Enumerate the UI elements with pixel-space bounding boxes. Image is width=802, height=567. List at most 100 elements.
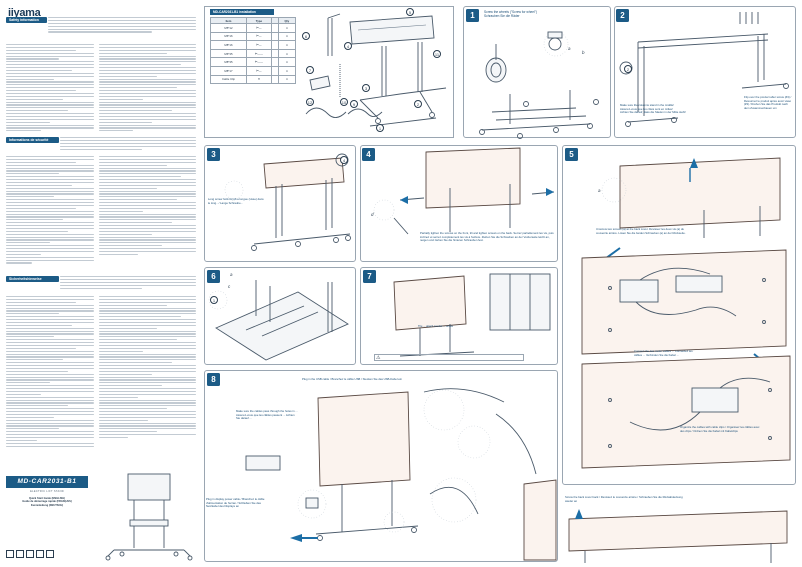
cert-icon [46,550,54,558]
back-cover-illustration [568,509,788,563]
component-number: 2 [414,100,422,108]
screw-icon: ⊢— [245,23,272,33]
step-3-illustration [224,153,351,251]
certification-icons [6,550,66,560]
component-number: 1 [376,124,384,132]
step-3-callout: Long screw hold-G(x)/La longue (visse) d… [208,197,264,205]
screw-icon: ⊢— [245,40,272,50]
component-number: 3 [362,84,370,92]
step-5-organize-note: Organize the cables with cable clips / O… [680,425,760,433]
step-5-illustration [581,157,791,469]
col-qty: Qty [277,17,297,24]
component-number: 7 [306,66,314,74]
step-3-panel [204,145,356,262]
step-6-panel [204,267,356,365]
table-row: M8*35⊢——4 [210,57,297,67]
safety-de-body-left [6,296,94,461]
safety-heading-de: Sicherheitshinweise [6,276,59,282]
step-5-callout: Unscrew two screws (a) at the back cover… [596,227,686,235]
step-5-number: 5 [565,148,578,161]
guide-fr: Guide de démarrage rapide (FRANÇAIS) [22,500,72,504]
step-7-callout: The ... attach monitor ... screw [418,325,453,328]
safety-body-right [99,44,196,136]
parts-illustration [305,13,447,127]
guide-de: Kurzanleitung (DEUTSCH) [30,503,64,507]
step-7-warning: ⚠ [374,354,524,361]
step-5-panel [562,145,796,485]
screw-icon: ⊢— [245,65,272,76]
safety-intro-text [48,17,196,43]
guide-en: Quick Start Guide (ENGLISH) [29,497,65,500]
step-7-panel [360,267,558,365]
component-number: 4 [344,42,352,50]
component-number: 11 [433,50,441,58]
step-8-callout-cables: Make sure the cables pass through the ho… [236,409,298,421]
step-1-number: 1 [466,9,479,22]
step-6-label-c: c [228,284,231,289]
component-number: 1 [210,296,218,304]
table-row: M5*12⊢—4 [210,23,297,33]
parts-table: Item Type Qty M5*12⊢—4 M6*16⊢—4 M8*16⊢—4… [210,17,297,85]
safety-heading-fr: Informations de sécurité [6,137,59,143]
step-8-callout-usb: Plug in the USB cable / Branchez le câbl… [302,377,402,381]
component-number: 4 [340,156,348,164]
col-item: Item [210,17,247,24]
screw-icon: ⊢—— [245,48,272,59]
col-type: Type [245,17,272,24]
step-1-label-a: a [568,46,571,51]
cable-clip-icon: ⊓ [245,74,272,85]
step-4-number: 4 [362,148,375,161]
model-subtitle: ELECTRIC LIFT STAND [30,490,64,493]
step-1-panel [463,6,611,138]
guide-language-list: Quick Start Guide (ENGLISH) Guide de dém… [6,497,88,507]
step-4-label-d: d [371,212,374,217]
step-1-callout: Screw the wheels ("Screw for wheel") Sch… [484,10,537,18]
cover-stand-illustration [105,473,193,561]
component-number: 5 [406,8,414,16]
parts-panel [204,6,454,138]
component-number: 12 [306,98,314,106]
warning-icon: ⚠ [376,355,381,361]
step-8-callout-power: Plug in display power cable / Branchez l… [206,497,265,509]
step-8-illustration [245,388,557,561]
table-row: M8*17⊢—4 [210,65,297,76]
step-2-number: 2 [616,9,629,22]
step-2-callout: Make sure the columns stand in the middl… [620,103,686,115]
step-2-illustration [619,12,789,127]
step-4-illustration [373,147,555,235]
step-2-callout-2: Flip over the product after screw (#3) /… [744,95,792,110]
safety-heading-en: Safety information [6,17,47,23]
step-1-illustration [479,31,599,139]
model-banner: MD-CAR2031-B1 [6,476,88,488]
cert-icon [16,550,24,558]
step-4-panel [360,145,558,262]
step-8-panel [204,370,558,562]
component-number: 2 [624,65,632,73]
brand-logo: iiyama [8,7,41,19]
table-row: M8*16⊢—4 [210,40,297,50]
step-1-label-b: b [582,50,585,55]
step-6-illustration [208,280,349,361]
screw-icon: ⊢— [245,31,272,42]
table-row: Cable Clip⊓4 [210,74,297,85]
safety-body-left [6,44,94,136]
step-2-panel [614,6,796,138]
step-6-label-a: a [230,272,233,277]
safety-fr-body-right [99,156,196,272]
parts-table-wrap: Item Type Qty M5*12⊢—4 M6*16⊢—4 M8*16⊢—4… [210,17,297,85]
component-number: 9 [350,100,358,108]
cert-icon [36,550,44,558]
screw-icon: ⊢—— [245,57,272,67]
table-row: M6*35⊢——4 [210,48,297,59]
cert-icon [6,550,14,558]
parts-title: MD-CAR2031-B1 installation [210,9,274,15]
step-4-callout: Partially tighten the screws on the fron… [420,231,554,243]
step-7-illustration [393,273,551,357]
step-3-number: 3 [207,148,220,161]
step-8-screw-cover-note: Screw the back cover back / Revissez le … [565,495,683,503]
safety-fr-body-left [6,156,94,272]
safety-de-intro [60,276,196,294]
component-number: 6 [302,32,310,40]
safety-de-body-right [99,296,196,461]
component-number: 10 [340,98,348,106]
